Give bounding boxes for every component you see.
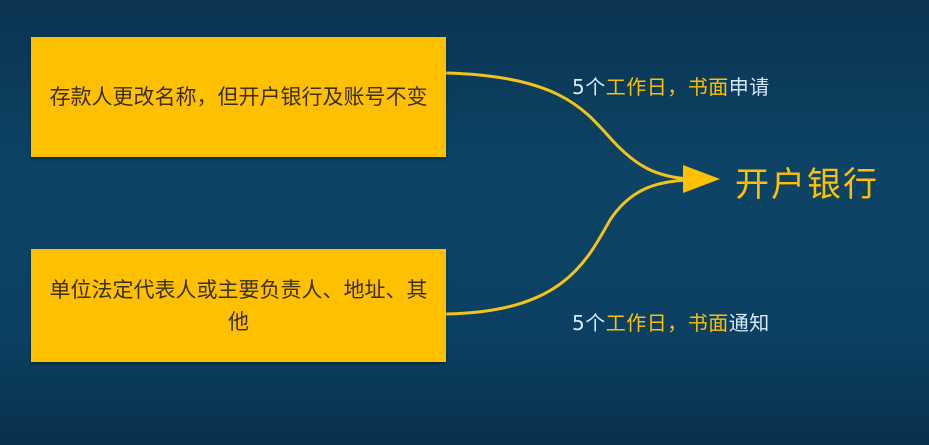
edge-label-notify-part-1: 5个 (572, 311, 606, 335)
source-box-name-change: 存款人更改名称，但开户银行及账号不变 (31, 37, 446, 157)
source-box-name-change-text: 存款人更改名称，但开户银行及账号不变 (49, 85, 428, 109)
source-box-representative-change-text: 单位法定代表人或主要负责人、地址、其他 (49, 277, 428, 334)
edge-label-apply-part-2: 工作日，书面 (605, 75, 729, 99)
edge-label-apply: 5个工作日，书面申请 (572, 71, 770, 100)
edge-label-notify: 5个工作日，书面通知 (572, 307, 770, 336)
top-connector-curve (445, 71, 691, 181)
source-box-representative-change: 单位法定代表人或主要负责人、地址、其他 (31, 249, 446, 362)
edge-label-apply-part-1: 5个 (572, 75, 606, 99)
bottom-connector-curve (445, 178, 691, 316)
edge-label-notify-part-2: 工作日，书面 (605, 311, 729, 335)
target-node-opening-bank: 开户银行 (735, 165, 879, 205)
edge-label-apply-part-3: 申请 (728, 75, 770, 99)
arrowhead-icon (683, 165, 720, 193)
edge-label-notify-part-3: 通知 (728, 311, 770, 335)
